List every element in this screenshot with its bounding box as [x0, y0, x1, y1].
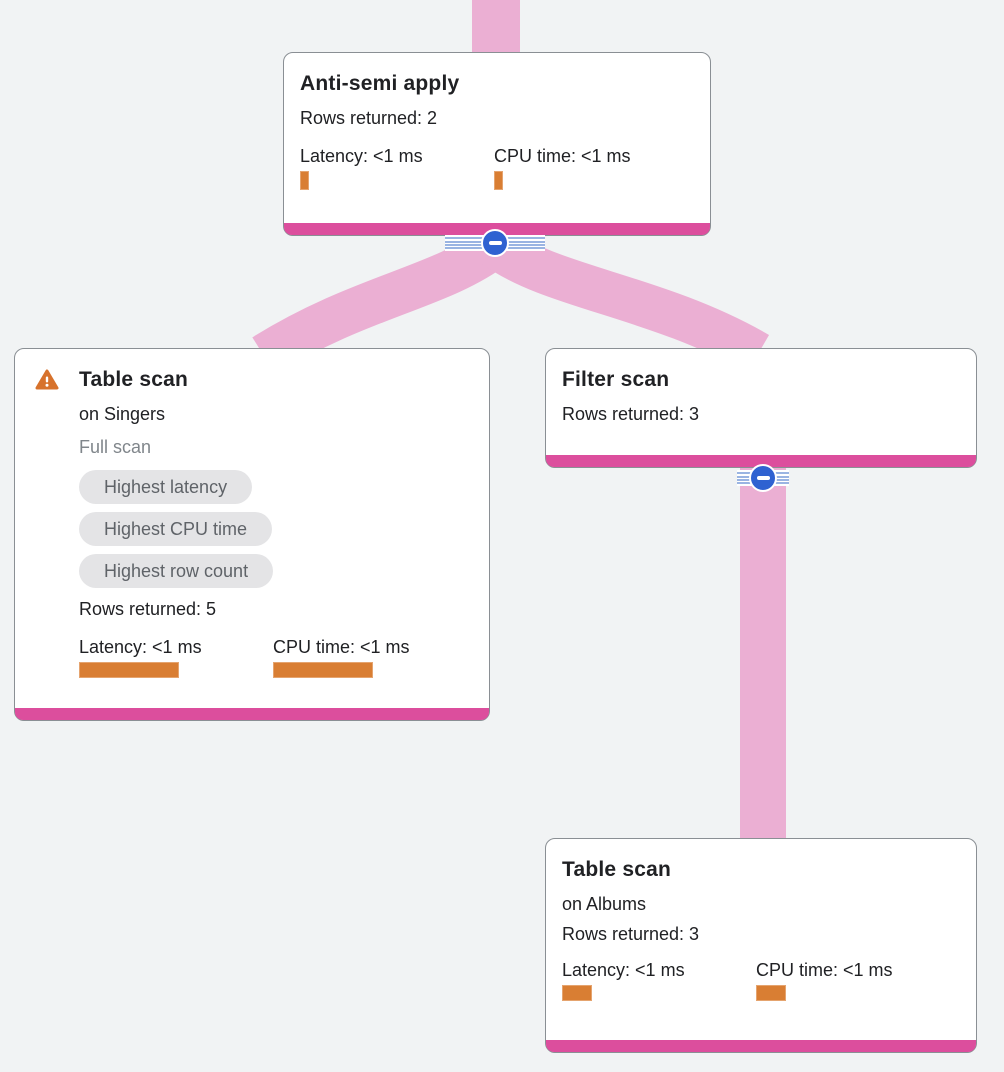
badge-highest-row-count: Highest row count: [79, 554, 274, 588]
latency-label: Latency: <1 ms: [79, 637, 202, 657]
plan-node-filter-scan[interactable]: Filter scan Rows returned: 3: [545, 348, 977, 468]
node-title: Table scan: [562, 858, 671, 881]
collapse-anti-semi-apply-children-button[interactable]: [481, 229, 509, 257]
rows-returned-text: Rows returned: 3: [562, 404, 700, 424]
metrics-row: Latency: <1 ms CPU time: <1 ms: [562, 958, 960, 1001]
metrics-row: Latency: <1 ms CPU time: <1 ms: [79, 635, 473, 678]
cpu-time-bar: [273, 662, 373, 678]
node-subtitle: on Singers: [79, 404, 166, 424]
edge-anti-semi-to-table-scan-singers: [252, 228, 509, 375]
node-title: Table scan: [79, 368, 188, 391]
plan-node-table-scan-albums[interactable]: Table scan on Albums Rows returned: 3 La…: [545, 838, 977, 1053]
metrics-row: Latency: <1 ms CPU time: <1 ms: [300, 144, 694, 190]
scan-type-text: Full scan: [79, 437, 152, 457]
cpu-time-bar: [494, 171, 503, 190]
minus-icon: [756, 476, 770, 480]
latency-bar: [79, 662, 179, 678]
edge-filter-scan-to-table-scan-albums: [740, 466, 786, 844]
warning-icon: [35, 369, 59, 391]
plan-node-table-scan-singers[interactable]: Table scan on Singers Full scan Highest …: [14, 348, 490, 721]
node-accent-bar: [546, 455, 976, 467]
node-title: Filter scan: [562, 368, 670, 391]
latency-bar: [300, 171, 309, 190]
rows-returned-text: Rows returned: 5: [79, 599, 217, 619]
rows-returned-text: Rows returned: 2: [300, 108, 438, 128]
badge-highest-latency: Highest latency: [79, 470, 253, 504]
node-subtitle: on Albums: [562, 894, 647, 914]
badge-stack: Highest latency Highest CPU time Highest…: [79, 470, 473, 588]
cpu-time-bar: [756, 985, 786, 1001]
latency-label: Latency: <1 ms: [562, 960, 685, 980]
node-accent-bar: [15, 708, 489, 720]
collapse-filter-scan-children-button[interactable]: [749, 464, 777, 492]
cpu-time-label: CPU time: <1 ms: [494, 146, 631, 166]
edge-into-anti-semi-apply: [472, 0, 520, 56]
node-accent-bar: [546, 1040, 976, 1052]
cpu-time-label: CPU time: <1 ms: [756, 960, 893, 980]
latency-label: Latency: <1 ms: [300, 146, 423, 166]
plan-node-anti-semi-apply[interactable]: Anti-semi apply Rows returned: 2 Latency…: [283, 52, 711, 236]
node-title: Anti-semi apply: [300, 72, 460, 95]
minus-icon: [488, 241, 502, 245]
rows-returned-text: Rows returned: 3: [562, 924, 700, 944]
edge-anti-semi-to-filter-scan: [481, 227, 770, 374]
cpu-time-label: CPU time: <1 ms: [273, 637, 410, 657]
latency-bar: [562, 985, 592, 1001]
badge-highest-cpu-time: Highest CPU time: [79, 512, 273, 546]
